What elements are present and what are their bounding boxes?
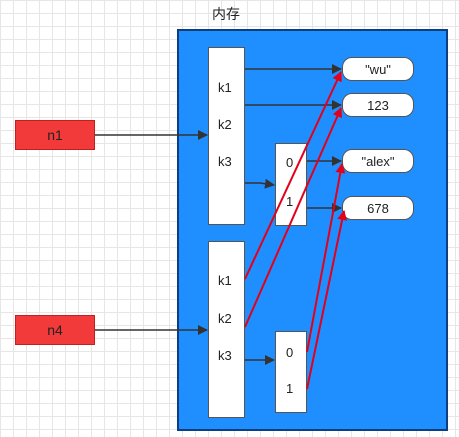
dict-1: [208, 47, 245, 225]
list-2: [275, 331, 307, 413]
dict-1-key-k1: k1: [218, 80, 232, 95]
value-alex-text: "alex": [361, 153, 395, 169]
dict-1-key-k3: k3: [218, 154, 232, 169]
variable-n4: n4: [15, 315, 95, 345]
value-wu-text: "wu": [365, 61, 391, 77]
value-123-text: 123: [367, 97, 389, 113]
variable-n1-label: n1: [47, 127, 63, 143]
value-678-text: 678: [367, 200, 389, 216]
value-wu: "wu": [342, 57, 414, 81]
dict-2: [208, 241, 245, 418]
dict-1-key-k2: k2: [218, 117, 232, 132]
memory-title: 内存: [212, 6, 240, 22]
variable-n4-label: n4: [47, 322, 63, 338]
list-2-index-1: 1: [286, 381, 294, 396]
dict-2-key-k3: k3: [218, 348, 232, 363]
value-alex: "alex": [342, 149, 414, 173]
value-678: 678: [342, 196, 414, 220]
list-1-index-1: 1: [286, 194, 294, 209]
dict-2-key-k1: k1: [218, 273, 232, 288]
list-1-index-0: 0: [286, 155, 294, 170]
dict-2-key-k2: k2: [218, 311, 232, 326]
variable-n1: n1: [15, 120, 95, 150]
value-123: 123: [342, 93, 414, 117]
list-2-index-0: 0: [286, 345, 294, 360]
